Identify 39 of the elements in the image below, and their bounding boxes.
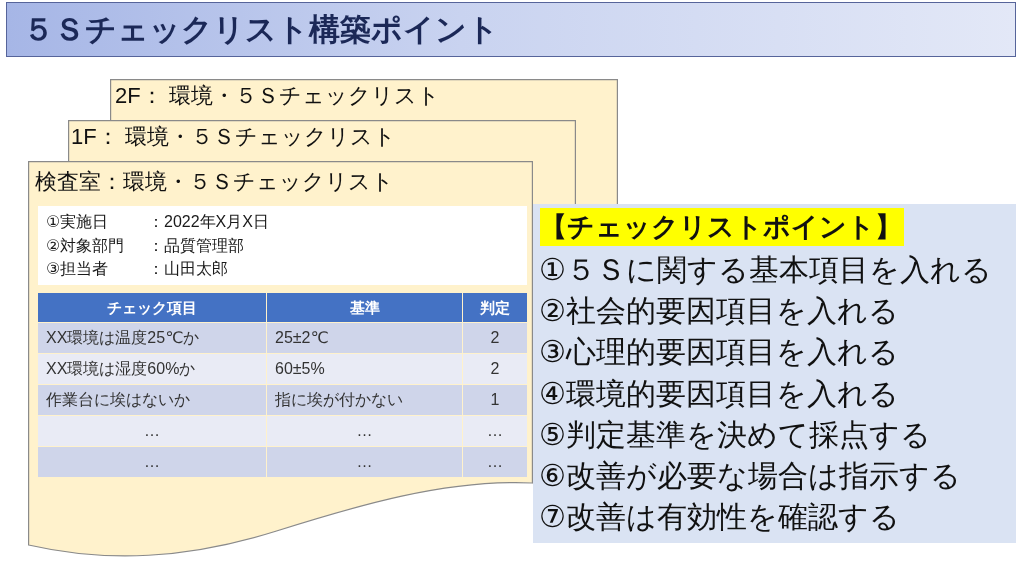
table-cell: 2 <box>463 354 527 384</box>
document-heading: 検査室：環境・５Ｓチェックリスト <box>35 168 394 196</box>
table-cell: 60±5% <box>267 354 462 384</box>
table-cell: … <box>267 447 462 477</box>
field-value: ：山田太郎 <box>148 259 228 279</box>
document-heading: 2F： 環境・５Ｓチェックリスト <box>115 82 440 110</box>
point-panel <box>533 204 1016 543</box>
table-cell: 25±2℃ <box>267 323 462 353</box>
table-cell: … <box>38 447 266 477</box>
list-item: ④環境的要因項目を入れる <box>539 375 899 412</box>
table-cell: XX環境は温度25℃か <box>38 323 266 353</box>
table-cell: 2 <box>463 323 527 353</box>
document-heading: 1F： 環境・５Ｓチェックリスト <box>71 123 396 151</box>
field-label: ③担当者 <box>46 259 109 279</box>
title-banner: ５Ｓチェックリスト構築ポイント <box>6 2 1016 57</box>
list-item: ⑦改善は有効性を確認する <box>539 499 900 536</box>
table-cell: 指に埃が付かない <box>267 385 462 415</box>
field-label: ①実施日 <box>46 212 109 232</box>
info-box <box>38 206 527 285</box>
header-cell: 基準 <box>267 293 462 322</box>
header-cell: 判定 <box>463 293 527 322</box>
field-value: ：2022年X月X日 <box>148 212 269 232</box>
highlighted-heading: 【チェックリストポイント】 <box>540 208 904 246</box>
field-label: ②対象部門 <box>46 235 125 256</box>
table-cell: … <box>463 447 527 477</box>
table-cell: … <box>463 416 527 446</box>
list-item: ②社会的要因項目を入れる <box>539 293 899 330</box>
list-item: ⑤判定基準を決めて採点する <box>539 416 931 453</box>
list-item: ①５Ｓに関する基本項目を入れる <box>539 252 992 288</box>
table-cell: 1 <box>463 385 527 415</box>
table-cell: 作業台に埃はないか <box>38 385 266 415</box>
list-item: ⑥改善が必要な場合は指示する <box>539 458 961 494</box>
document-sheet <box>110 79 618 204</box>
list-item: ③心理的要因項目を入れる <box>539 334 899 371</box>
table-cell: XX環境は湿度60%か <box>38 354 266 384</box>
table-cell: … <box>38 416 266 446</box>
table-cell: … <box>267 416 462 446</box>
field-value: ：品質管理部 <box>148 235 244 256</box>
header-cell: チェック項目 <box>38 293 266 322</box>
